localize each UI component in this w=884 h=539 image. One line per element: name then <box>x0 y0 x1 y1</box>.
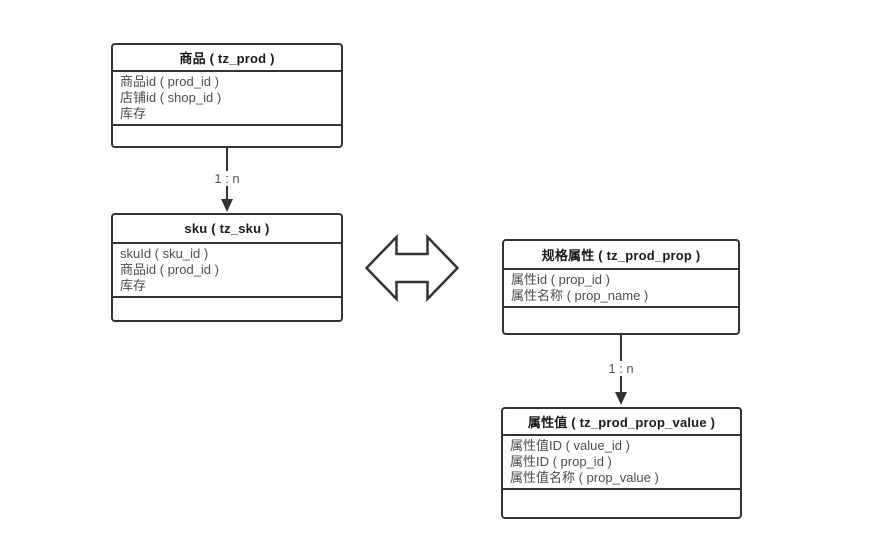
arrowhead-down-icon <box>221 199 233 212</box>
entity-sku-fields: skuId ( sku_id ) 商品id ( prod_id ) 库存 <box>113 244 341 298</box>
double-arrow-shape <box>364 234 460 302</box>
connector-prop-value-label: 1 : n <box>605 361 637 376</box>
entity-prod-prop-empty-section <box>504 308 738 333</box>
field: 库存 <box>120 278 147 293</box>
entity-prod-prop-value-fields: 属性值ID ( value_id ) 属性ID ( prop_id ) 属性值名… <box>503 436 740 490</box>
field: 店铺id ( shop_id ) <box>120 90 222 105</box>
field: 属性ID ( prop_id ) <box>510 454 612 469</box>
entity-prod-prop-title: 规格属性 ( tz_prod_prop ) <box>504 241 738 270</box>
entity-sku-empty-section <box>113 298 341 320</box>
entity-prod-prop: 规格属性 ( tz_prod_prop ) 属性id ( prop_id ) 属… <box>502 239 740 335</box>
field: 属性值ID ( value_id ) <box>510 438 630 453</box>
entity-prod-empty-section <box>113 126 341 146</box>
field: skuId ( sku_id ) <box>120 246 209 261</box>
entity-prod-prop-value-empty-section <box>503 490 740 517</box>
entity-prod-fields: 商品id ( prod_id ) 店铺id ( shop_id ) 库存 <box>113 72 341 126</box>
entity-prod-prop-value-title: 属性值 ( tz_prod_prop_value ) <box>503 409 740 436</box>
entity-sku: sku ( tz_sku ) skuId ( sku_id ) 商品id ( p… <box>111 213 343 322</box>
entity-prod-prop-fields: 属性id ( prop_id ) 属性名称 ( prop_name ) <box>504 270 738 308</box>
entity-prod: 商品 ( tz_prod ) 商品id ( prod_id ) 店铺id ( s… <box>111 43 343 148</box>
field: 属性值名称 ( prop_value ) <box>510 470 659 485</box>
entity-sku-title: sku ( tz_sku ) <box>113 215 341 244</box>
entity-prod-prop-value: 属性值 ( tz_prod_prop_value ) 属性值ID ( value… <box>501 407 742 519</box>
arrowhead-down-icon <box>615 392 627 405</box>
entity-prod-title: 商品 ( tz_prod ) <box>113 45 341 72</box>
field: 商品id ( prod_id ) <box>120 262 219 277</box>
field: 商品id ( prod_id ) <box>120 74 219 89</box>
field: 属性id ( prop_id ) <box>511 272 610 287</box>
field: 属性名称 ( prop_name ) <box>511 288 649 303</box>
field: 库存 <box>120 106 147 121</box>
connector-prod-sku-label: 1 : n <box>211 171 243 186</box>
